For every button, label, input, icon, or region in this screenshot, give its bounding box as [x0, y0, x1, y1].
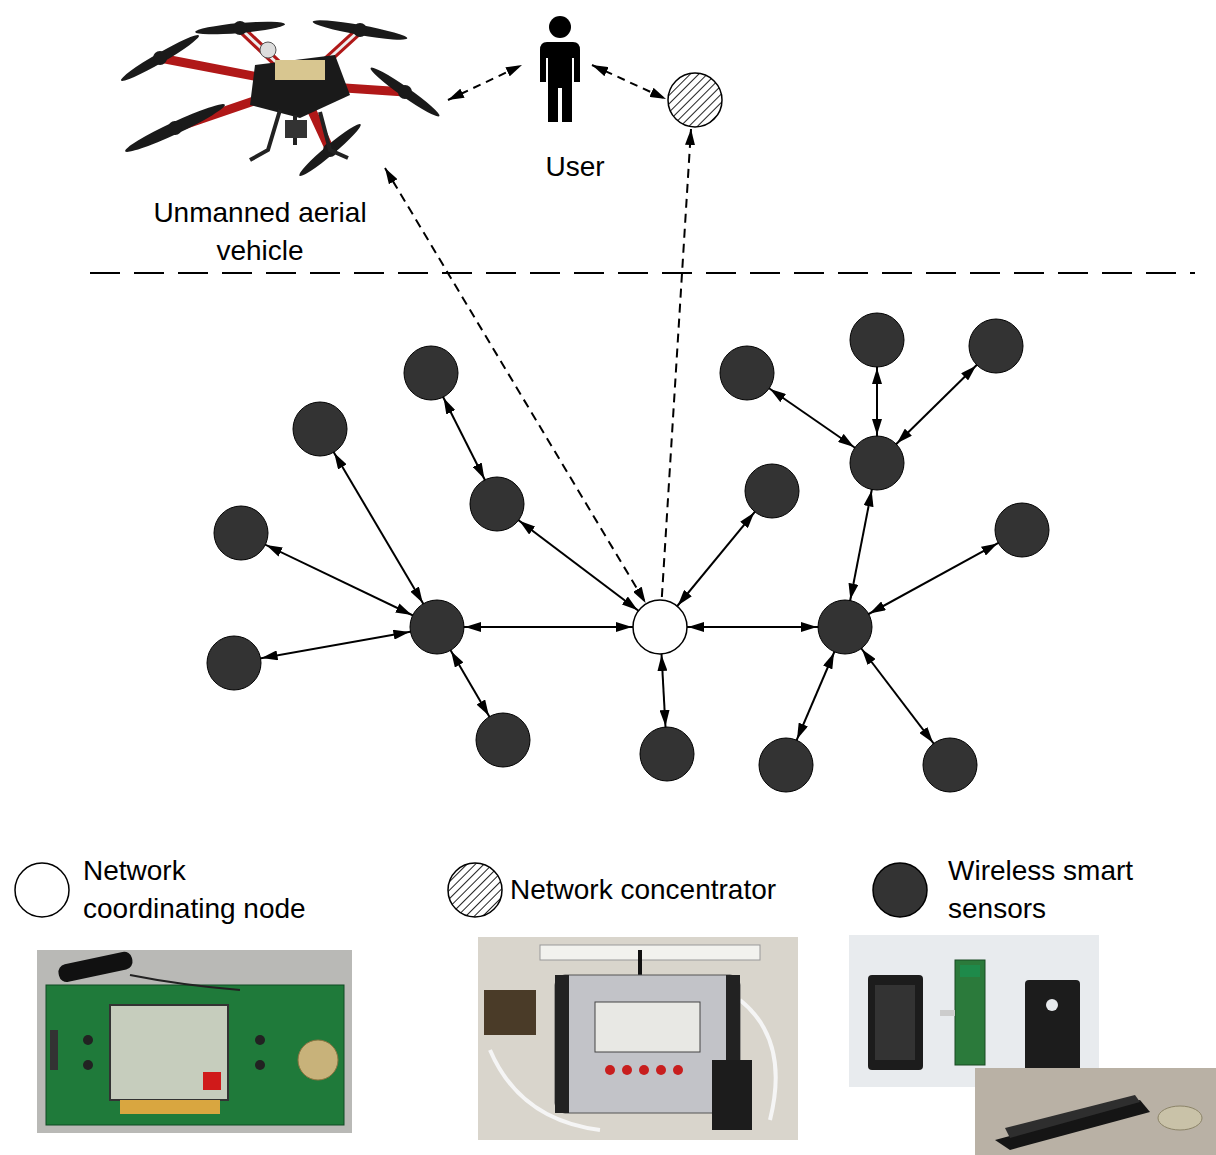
node-label: Unmanned aerial vehicle: [135, 194, 385, 270]
legend-swatch: [445, 860, 505, 920]
coordinator-circle: [633, 600, 687, 654]
dashed-link: [592, 65, 666, 99]
separator-line: [90, 272, 1195, 274]
swatch-circle: [448, 863, 502, 917]
user-icon: [540, 16, 580, 122]
legend-label: Network concentrator: [510, 871, 840, 909]
legend-swatch: [12, 860, 72, 920]
network-links: [234, 340, 1022, 765]
sensor-circles: [207, 313, 1049, 792]
swatch-circle: [873, 863, 927, 917]
concentrator-circle: [668, 73, 722, 127]
dashed-link: [385, 168, 660, 627]
legend-label: Wireless smart sensors: [948, 852, 1198, 928]
node-label: User: [545, 148, 604, 186]
dashed-connector: [448, 65, 522, 100]
board-photo: [37, 950, 352, 1133]
node-box: Unmanned aerial vehicle: [115, 8, 445, 270]
legend-swatch: [870, 860, 930, 920]
dashed-link: [660, 129, 691, 627]
drone-illustration: [119, 17, 443, 180]
sensor-photo: [975, 1068, 1216, 1155]
swatch-circle: [15, 863, 69, 917]
legend-label: Network coordinating node: [83, 852, 333, 928]
node-box: User: [535, 8, 615, 186]
concentrator-photo: [478, 937, 798, 1140]
sensor-photo: [849, 935, 1099, 1087]
